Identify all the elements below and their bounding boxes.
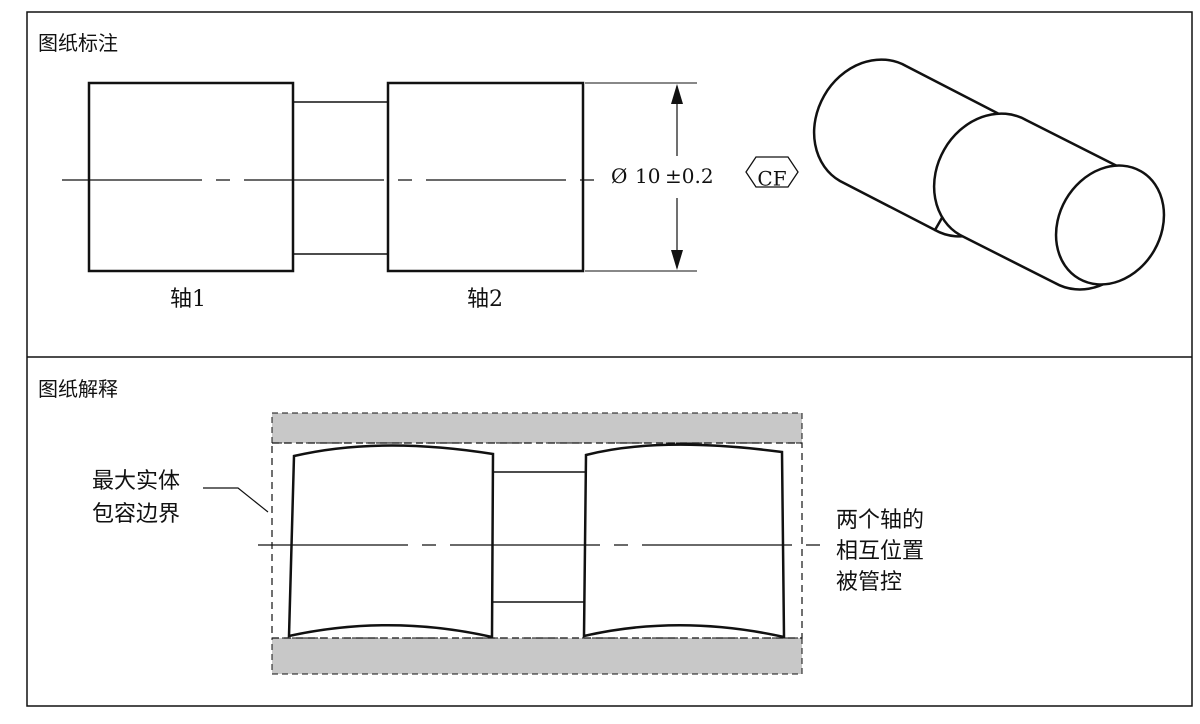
dimension-arrow-bottom: [671, 250, 683, 270]
left-callout-leader: [203, 487, 269, 513]
right-callout-line-1: 两个轴的: [836, 508, 924, 533]
top-panel-title: 图纸标注: [38, 31, 118, 55]
diameter-symbol: Ø: [611, 164, 627, 188]
shaft-2-label: 轴2: [467, 287, 503, 312]
right-callout-line-2: 相互位置: [836, 539, 924, 564]
shaft-1-label: 轴1: [170, 287, 206, 312]
left-callout-line-1: 最大实体: [92, 469, 180, 494]
shaft-2-body: [386, 81, 585, 273]
envelope-band-bottom: [271, 637, 803, 675]
deformed-shaft-1: [287, 444, 495, 639]
shaft-1-body: [87, 81, 295, 273]
outer-frame: [26, 11, 1193, 707]
tolerance-value: ±0.2: [665, 164, 714, 188]
right-callout-line-3: 被管控: [836, 570, 902, 595]
dimension-arrow-top: [671, 84, 683, 104]
envelope-band-top: [271, 412, 803, 444]
cf-modifier-frame: [745, 156, 799, 188]
left-callout-line-2: 包容边界: [92, 502, 180, 527]
deformed-shaft-2: [582, 443, 786, 639]
max-material-envelope: [271, 442, 803, 639]
isometric-shafts-view: [812, 58, 1166, 291]
cf-modifier-text: CF: [757, 167, 786, 191]
nominal-value: 10: [635, 164, 660, 188]
bottom-panel-title: 图纸解释: [38, 377, 118, 401]
